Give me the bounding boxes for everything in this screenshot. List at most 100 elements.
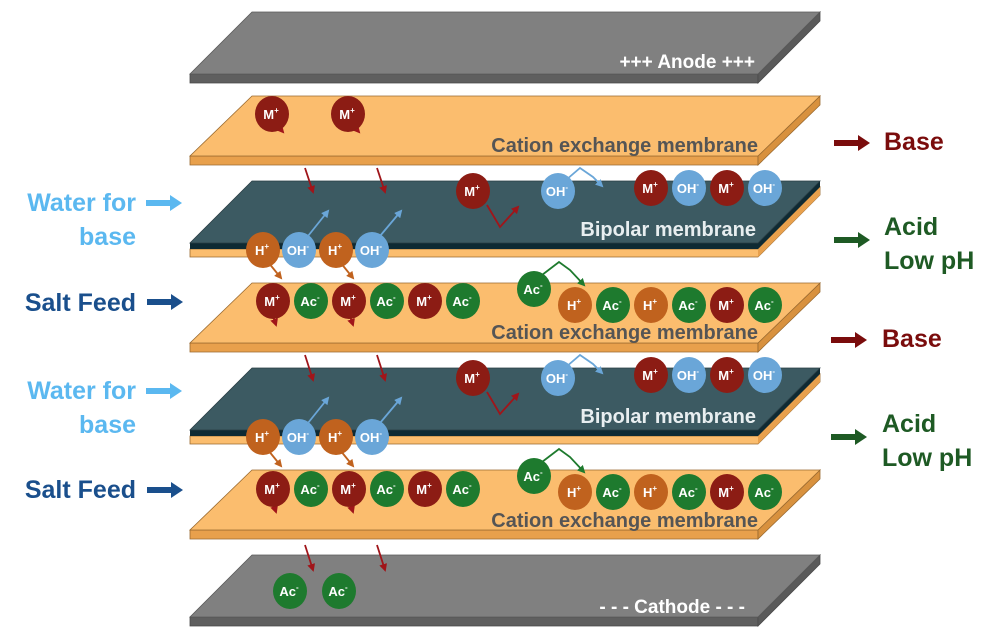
ion-charge: + xyxy=(729,367,734,376)
migration-arrow xyxy=(376,544,387,572)
layer-front-edge xyxy=(189,155,759,166)
cem3-acid-ions: H+Ac-H+Ac-M+Ac- xyxy=(558,474,782,510)
ion-charge: - xyxy=(772,367,775,376)
ion-charge: - xyxy=(345,583,348,592)
layer-front-edge xyxy=(189,73,759,84)
input-label-line1: Salt Feed xyxy=(24,476,136,504)
ion-circle xyxy=(273,573,307,609)
ion-circle xyxy=(294,283,328,319)
ion-ac: Ac- xyxy=(370,283,404,319)
ion-m: M+ xyxy=(331,96,365,132)
ion-label: OH- xyxy=(753,180,776,196)
ion-circle xyxy=(517,271,551,307)
ion-circle xyxy=(672,357,706,393)
salt-inlet-arrow-icon xyxy=(147,294,183,310)
ion-circle xyxy=(255,96,289,132)
ion-charge: + xyxy=(729,180,734,189)
ion-circle xyxy=(319,232,353,268)
ion-charge: - xyxy=(565,370,568,379)
migration-arrow xyxy=(307,209,330,237)
output-label-line1: Base xyxy=(882,325,942,353)
ion-label: Ac- xyxy=(376,481,396,497)
ion-circle xyxy=(256,471,290,507)
ion-circle xyxy=(408,283,442,319)
ion-ac: Ac- xyxy=(672,474,706,510)
ion-h: H+ xyxy=(246,232,280,268)
cem2-salt-ions: M+Ac-M+Ac-M+Ac- xyxy=(256,283,480,319)
ion-label: OH- xyxy=(677,367,700,383)
ion-charge: - xyxy=(306,429,309,438)
salt-inlet-arrow-icon xyxy=(147,482,183,498)
ion-ac: Ac- xyxy=(748,474,782,510)
ion-charge: + xyxy=(653,180,658,189)
cem1-metal-ions: M+M+ xyxy=(255,96,365,132)
migration-arrow xyxy=(379,209,403,237)
ion-oh: OH- xyxy=(355,419,389,455)
ion-circle xyxy=(672,474,706,510)
ion-circle xyxy=(370,283,404,319)
ion-charge: + xyxy=(350,106,355,115)
cem2-migrating-acetate: Ac- xyxy=(517,271,551,307)
bpm2-migrating-metal: M+ xyxy=(456,360,490,396)
ion-charge: + xyxy=(337,242,342,251)
ion-charge: + xyxy=(576,297,581,306)
ion-ac: Ac- xyxy=(294,283,328,319)
ion-oh: OH- xyxy=(748,357,782,393)
ion-ac: Ac- xyxy=(446,283,480,319)
ion-charge: - xyxy=(540,468,543,477)
bpm-anion-layer-side xyxy=(758,187,820,257)
ion-circle xyxy=(710,474,744,510)
ion-m: M+ xyxy=(634,170,668,206)
output-label-base-2: Base xyxy=(882,322,1001,356)
ion-charge: - xyxy=(695,484,698,493)
ion-label: Ac- xyxy=(452,293,472,309)
ion-charge: - xyxy=(306,242,309,251)
ion-charge: + xyxy=(652,484,657,493)
layer-label: Cation exchange membrane xyxy=(491,135,758,157)
migration-arrow xyxy=(565,353,604,375)
input-label-line1: Water for xyxy=(27,377,136,405)
layer-label: Bipolar membrane xyxy=(580,406,756,428)
ion-circle xyxy=(634,287,668,323)
ion-circle xyxy=(332,471,366,507)
ion-circle xyxy=(748,474,782,510)
ion-oh: OH- xyxy=(282,419,316,455)
output-label-line2: Low pH xyxy=(882,444,973,472)
bpm1-migrating-metal: M+ xyxy=(456,173,490,209)
migration-arrow xyxy=(304,354,315,382)
acid-outlet-arrow-icon xyxy=(831,429,867,445)
ion-m: M+ xyxy=(456,360,490,396)
ion-circle xyxy=(541,173,575,209)
ion-circle xyxy=(672,170,706,206)
layer-electrode: +++ Anode +++ xyxy=(189,11,821,84)
ion-label: OH- xyxy=(753,367,776,383)
cem3-salt-ions: M+Ac-M+Ac-M+Ac- xyxy=(256,471,480,507)
input-label-line2: base xyxy=(79,223,136,251)
ion-circle xyxy=(634,474,668,510)
ion-label: Ac- xyxy=(678,484,698,500)
ion-ac: Ac- xyxy=(370,471,404,507)
base-outlet-arrow-icon xyxy=(831,332,867,348)
ion-charge: - xyxy=(619,484,622,493)
ion-label: OH- xyxy=(360,429,383,445)
ion-circle xyxy=(256,283,290,319)
ion-circle xyxy=(456,173,490,209)
migration-arrow xyxy=(541,447,586,474)
ion-circle xyxy=(332,283,366,319)
ion-circle xyxy=(748,357,782,393)
ion-circle xyxy=(558,474,592,510)
ion-circle xyxy=(319,419,353,455)
ion-label: Ac- xyxy=(376,293,396,309)
layer-label: - - - Cathode - - - xyxy=(599,597,745,618)
ion-circle xyxy=(355,232,389,268)
ion-label: OH- xyxy=(287,429,310,445)
output-label-line1: Acid xyxy=(882,410,937,438)
output-label-line1: Acid xyxy=(884,213,939,241)
ion-circle xyxy=(282,232,316,268)
migration-arrow xyxy=(376,354,387,382)
ion-circle xyxy=(541,360,575,396)
bpm1-left-ions: H+OH-H+OH- xyxy=(246,232,389,268)
ion-charge: - xyxy=(695,297,698,306)
ion-ac: Ac- xyxy=(596,474,630,510)
